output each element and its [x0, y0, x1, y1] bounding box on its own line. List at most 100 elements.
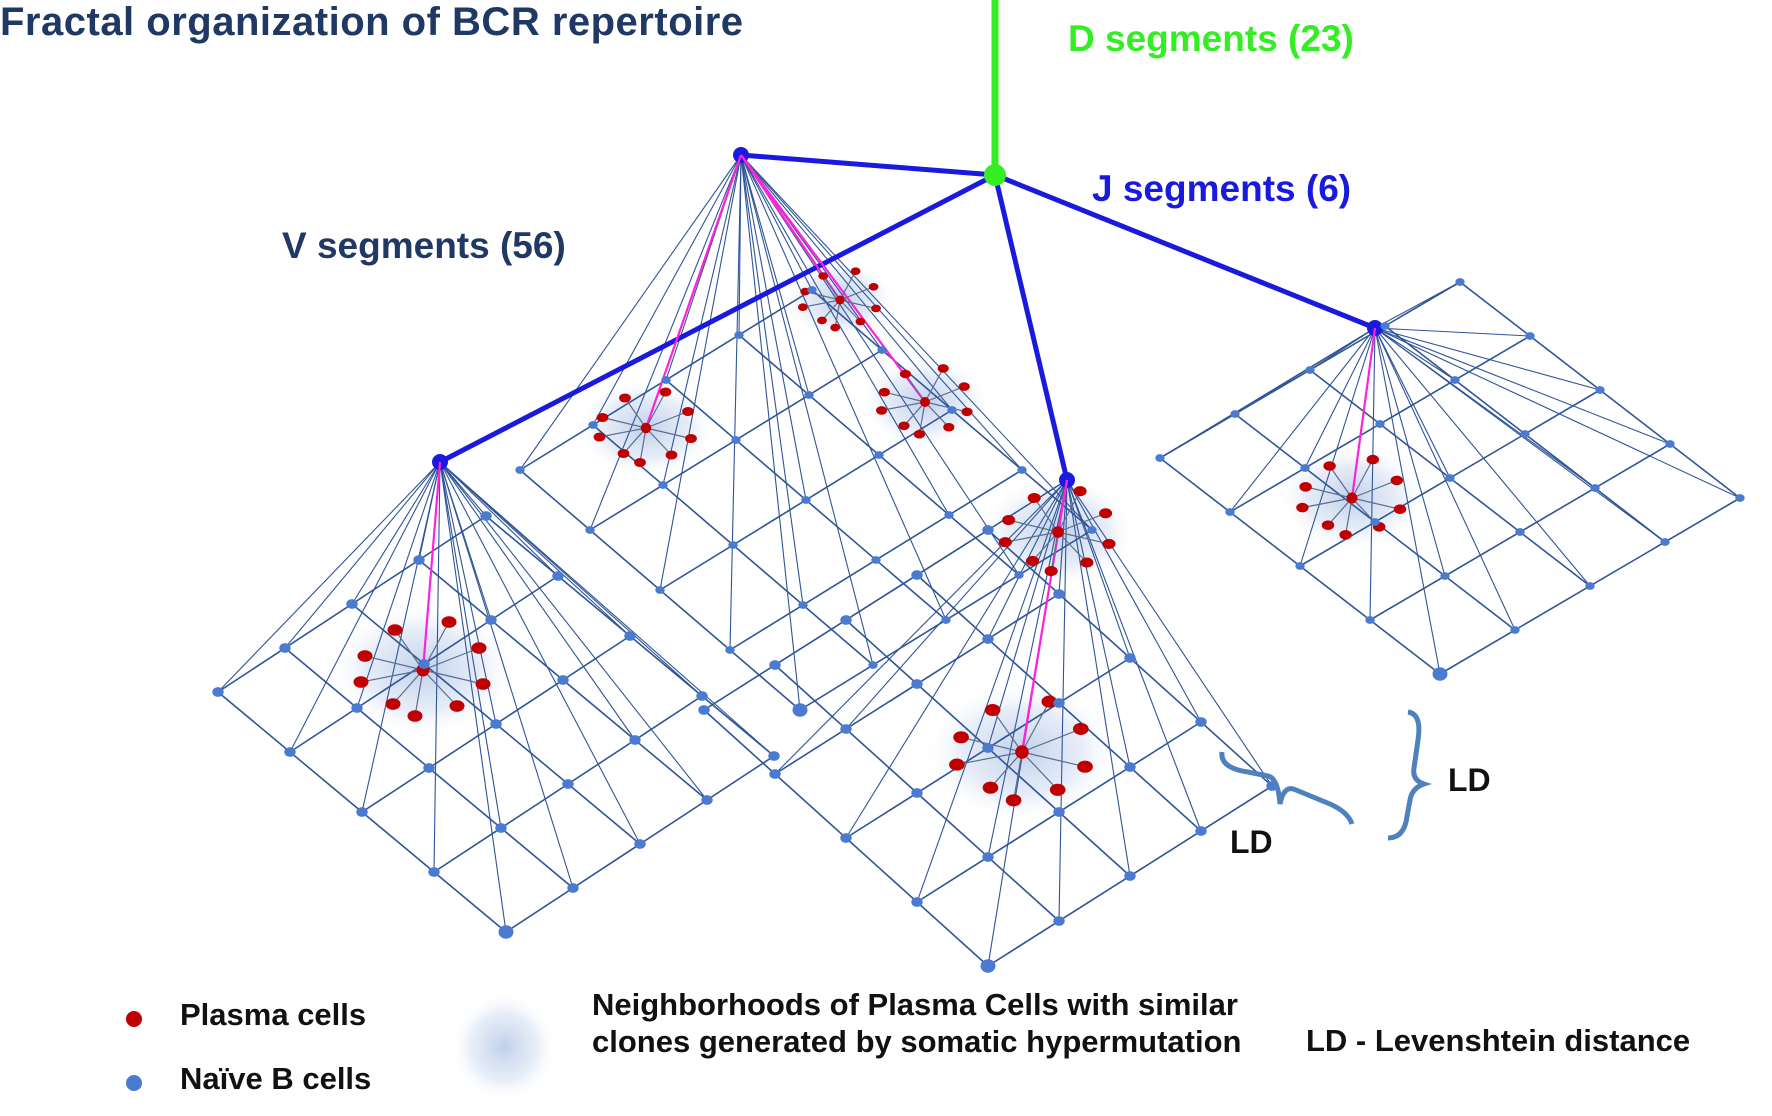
- cluster-spoke: [834, 299, 841, 328]
- fan-line: [1374, 327, 1601, 391]
- fan-line: [1374, 281, 1461, 329]
- plasma-cell: [1323, 461, 1336, 471]
- naive-node: [634, 839, 646, 849]
- plasma-cell: [1393, 504, 1407, 514]
- plasma-cell: [385, 698, 401, 710]
- j-segment-line: [438, 172, 997, 465]
- plasma-cell-center: [1052, 526, 1064, 538]
- fan-line: [740, 154, 953, 411]
- cluster-spoke: [1302, 497, 1353, 509]
- plasma-cell: [1299, 482, 1312, 492]
- fan-line: [740, 154, 807, 501]
- cluster-spoke: [645, 427, 692, 440]
- naive-node: [480, 511, 492, 521]
- naive-node: [840, 724, 852, 734]
- naive-node: [552, 571, 564, 581]
- plasma-cell: [596, 412, 609, 423]
- naive-node: [1305, 366, 1315, 374]
- plasma-link: [1350, 327, 1377, 499]
- cluster-spoke: [422, 669, 458, 707]
- cluster-spoke: [903, 401, 926, 427]
- diagram-title: Fractal organization of BCR repertoire: [0, 0, 744, 44]
- cluster-spoke: [360, 669, 424, 683]
- naive-node: [701, 795, 713, 805]
- naive-node: [346, 599, 358, 609]
- cluster-spoke: [414, 669, 424, 717]
- plasma-link: [421, 461, 442, 671]
- fan-line: [1234, 327, 1376, 415]
- naive-node: [1155, 454, 1165, 462]
- naive-node: [1053, 589, 1065, 599]
- cluster-spoke: [1351, 497, 1401, 510]
- fan-line: [987, 479, 1068, 749]
- plasma-cell-center: [920, 397, 930, 407]
- naive-node: [1124, 871, 1136, 881]
- naive-node: [490, 719, 502, 729]
- naive-node: [1300, 464, 1310, 472]
- fan-line: [1066, 479, 1131, 659]
- cluster-spoke: [802, 299, 841, 308]
- plasma-cell: [949, 758, 965, 771]
- naive-node: [769, 660, 781, 670]
- fan-line: [589, 154, 742, 531]
- j-segment-line: [992, 174, 1070, 481]
- fan-line: [439, 461, 636, 741]
- naive-node: [1124, 762, 1136, 772]
- fan-line: [1299, 327, 1376, 567]
- naive-node: [655, 586, 665, 594]
- cluster-spoke: [839, 299, 877, 309]
- neighborhood-legend-icon: [450, 991, 558, 1103]
- fan-line: [1309, 327, 1376, 371]
- naive-node: [1660, 538, 1670, 546]
- fan-line: [845, 479, 1068, 730]
- naive-node: [840, 615, 852, 625]
- cluster-spoke: [956, 751, 1023, 766]
- naive-node: [284, 747, 296, 757]
- plasma-cell: [1390, 475, 1404, 486]
- naive-node: [728, 541, 738, 549]
- fan-line: [1374, 327, 1441, 675]
- plasma-cell: [958, 382, 970, 391]
- fan-line: [740, 154, 947, 621]
- plasma-cell: [850, 267, 861, 276]
- cluster-spoke: [1005, 531, 1059, 543]
- naive-node: [874, 451, 884, 459]
- plasma-cell: [913, 429, 925, 439]
- naive-node: [1520, 430, 1530, 438]
- plasma-cell: [1027, 492, 1041, 504]
- naive-node: [982, 743, 994, 753]
- fan-line: [740, 154, 801, 711]
- fan-line: [740, 154, 950, 516]
- naive-node: [423, 763, 435, 773]
- plasma-cell: [943, 422, 955, 432]
- plasma-cell: [1366, 454, 1380, 465]
- fan-line: [740, 154, 1023, 471]
- fan-lines: [217, 154, 1741, 967]
- fan-line: [1374, 327, 1666, 543]
- naive-node: [1432, 667, 1448, 681]
- cluster-spoke: [990, 751, 1023, 789]
- plasma-cell-center: [1346, 492, 1358, 504]
- naive-node: [498, 925, 514, 939]
- cluster-spoke: [924, 401, 968, 413]
- ld-brace-left: [1219, 751, 1355, 825]
- naive-node: [840, 833, 852, 843]
- cluster-spoke: [602, 416, 647, 429]
- fan-line: [519, 154, 742, 471]
- fan-line: [659, 154, 742, 591]
- naive-node: [567, 883, 579, 893]
- fan-line: [1374, 327, 1531, 337]
- cluster-spoke: [884, 391, 926, 403]
- plasma-cell: [1102, 538, 1116, 549]
- cluster-spoke: [599, 427, 647, 438]
- naive-node: [871, 556, 881, 564]
- naive-node: [624, 631, 636, 641]
- cluster-spoke: [364, 655, 424, 671]
- fan-line: [1066, 479, 1131, 768]
- naive-node: [1445, 474, 1455, 482]
- cluster-spoke: [1008, 519, 1059, 533]
- plasma-cell-center: [640, 422, 652, 434]
- ld-label-left: LD: [1230, 824, 1273, 860]
- naive-node: [1380, 322, 1390, 330]
- plasma-cell: [593, 432, 606, 442]
